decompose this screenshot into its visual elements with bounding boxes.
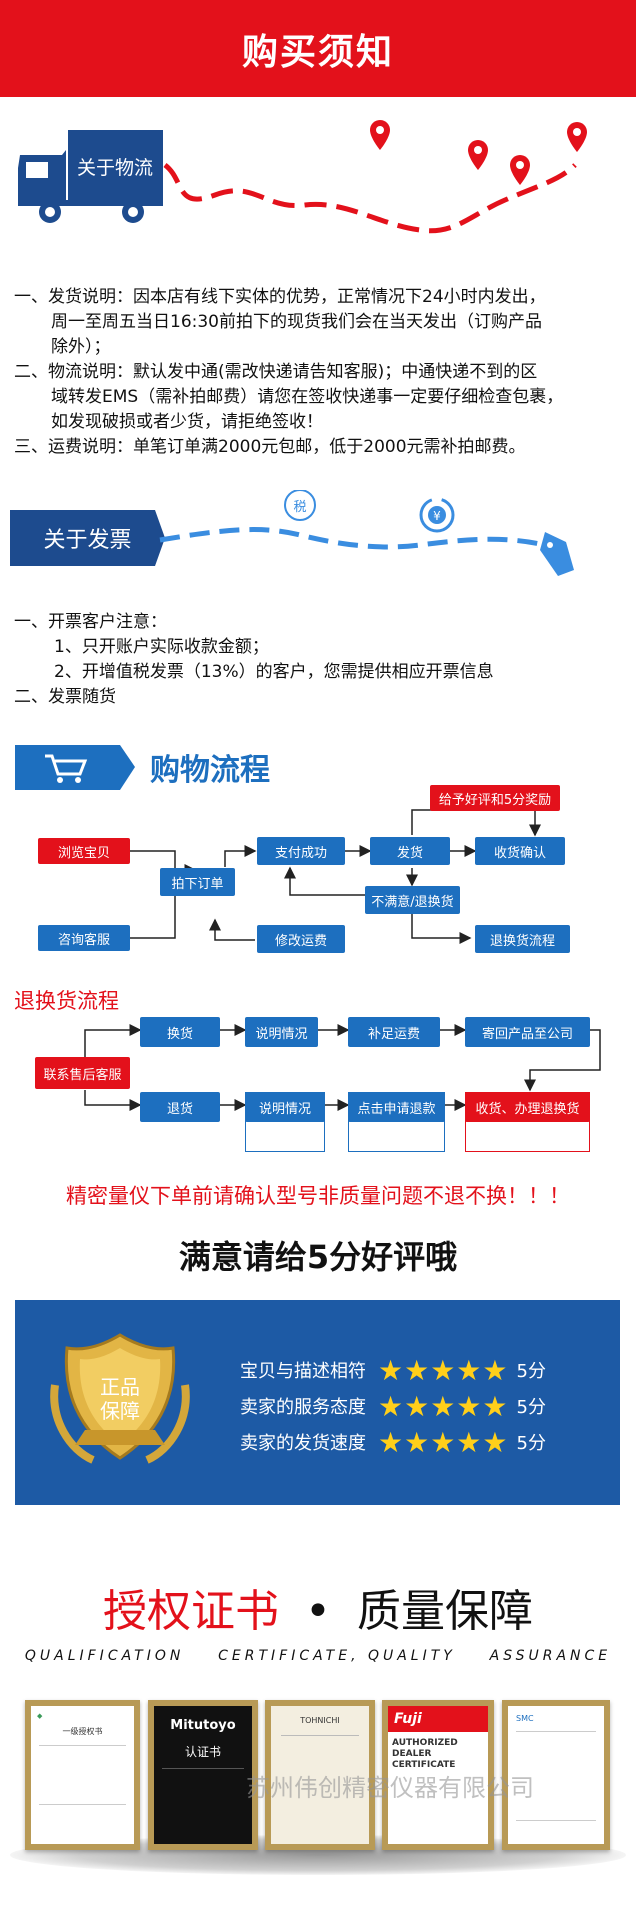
location-pin-icon [510, 155, 530, 185]
logistics-line: 除外）； [51, 337, 111, 357]
cert-brand: TOHNICHI [300, 1716, 340, 1725]
invoice-route-graphic: ¥ [10, 490, 574, 576]
receive-box: 收货、办理退换货 [465, 1092, 590, 1122]
certificate-frame: SMC [502, 1700, 610, 1850]
certs-title-dot: • [305, 1586, 331, 1637]
cert-body [516, 1731, 596, 1821]
order-box: 拍下订单 [160, 868, 235, 896]
shield-badge-text: 正品 保障 [95, 1375, 145, 1423]
paid-box: 支付成功 [257, 837, 345, 865]
shopping-title-banner [15, 745, 135, 790]
certificate-frame: TOHNICHI [265, 1700, 375, 1850]
rating-score: 5分 [516, 1433, 546, 1454]
logistics-line: 周一至周五当日16:30前拍下的现货我们会在当天发出（订购产品 [51, 312, 542, 332]
logistics-route-graphic [18, 120, 587, 234]
logistics-line: 一、发货说明：因本店有线下实体的优势，正常情况下24小时内发出， [14, 287, 546, 307]
location-pin-icon [567, 122, 587, 152]
rating-label: 宝贝与描述相符 [240, 1361, 366, 1382]
cert-brand: SMC [516, 1714, 534, 1723]
reward-box: 给予好评和5分奖励 [430, 785, 560, 811]
warning-text: 精密量仪下单前请确认型号非质量问题不退不换！！！ [66, 1184, 570, 1208]
browse-box: 浏览宝贝 [38, 838, 130, 864]
explain-box: 说明情况 [245, 1092, 325, 1122]
tax-icon-label: 税 [293, 499, 307, 515]
invoice-tag: 关于发票 [43, 528, 132, 553]
location-pin-icon [370, 120, 390, 150]
shield-badge-line: 保障 [100, 1399, 140, 1423]
cert-brand: Fuji [394, 1711, 422, 1727]
cert-heading-line: AUTHORIZED [392, 1738, 458, 1748]
cert-logo: ◆ [37, 1712, 43, 1720]
certificate-frame: Mitutoyo 认证书 [148, 1700, 258, 1850]
truck-icon [18, 130, 163, 223]
explain-box: 说明情况 [245, 1017, 318, 1047]
cart-icon [45, 754, 88, 783]
ship-box: 发货 [370, 837, 450, 865]
rating-row: 卖家的发货速度 ★★★★★ 5分 [240, 1424, 546, 1460]
certificate-frame: ◆ 一级授权书 [25, 1700, 140, 1850]
invoice-text: 一、开票客户注意： 1、只开账户实际收款金额； 2、开增值税发票（13%）的客户… [14, 610, 494, 710]
cert-heading: 认证书 [184, 1745, 221, 1759]
contact-aftersales-box: 联系售后客服 [35, 1057, 130, 1089]
exchange-box: 换货 [140, 1017, 220, 1047]
logistics-line: 二、物流说明：默认发中通(需改快递请告知客服)；中通快递不到的区 [14, 362, 538, 382]
cert-brand: Mitutoyo [170, 1718, 236, 1733]
return-flow-box: 退换货流程 [475, 925, 570, 953]
cert-body [162, 1768, 244, 1823]
modify-postage-box: 修改运费 [257, 925, 345, 953]
watermark-text: 苏州伟创精密仪器有限公司 [246, 1774, 534, 1802]
tax-icon [284, 490, 316, 521]
invoice-line: 二、发票随货 [14, 687, 116, 707]
cert-heading-line: DEALER [392, 1749, 432, 1759]
certs-title: 授权证书 • 质量保障 [0, 1575, 636, 1639]
sendback-box: 寄回产品至公司 [465, 1017, 590, 1047]
logistics-tag: 关于物流 [76, 156, 153, 179]
logistics-line: 域转发EMS（需补拍邮费）请您在签收快递事一定要仔细检查包裹， [51, 387, 564, 407]
rating-label: 卖家的发货速度 [240, 1433, 366, 1454]
cert-body [39, 1745, 126, 1805]
page-title: 购买须知 [241, 31, 394, 73]
postage-box: 补足运费 [348, 1017, 440, 1047]
header-banner: 购买须知 [0, 0, 636, 97]
yen-refresh-icon: ¥ [419, 497, 455, 533]
rating-label: 卖家的服务态度 [240, 1397, 366, 1418]
invoice-line: 一、开票客户注意： [14, 612, 167, 632]
logistics-line: 三、运费说明：单笔订单满2000元包邮，低于2000元需补拍邮费。 [14, 437, 526, 457]
cert-banner: Fuji [388, 1706, 488, 1732]
certs-title-b: 质量保障 [356, 1586, 533, 1637]
price-tag-icon [540, 532, 574, 576]
rating-list: 宝贝与描述相符 ★★★★★ 5分 卖家的服务态度 ★★★★★ 5分 卖家的发货速… [240, 1352, 546, 1460]
cert-heading-line: CERTIFICATE [392, 1760, 456, 1770]
certs-title-a: 授权证书 [103, 1586, 280, 1637]
certificate-frame: Fuji AUTHORIZED DEALER CERTIFICATE [382, 1700, 494, 1850]
location-pin-icon [468, 140, 488, 170]
apply-refund-box: 点击申请退款 [348, 1092, 445, 1122]
star-rating-icon: ★★★★★ [378, 1353, 509, 1387]
returns-title: 退换货流程 [14, 989, 119, 1013]
invoice-line: 2、开增值税发票（13%）的客户，您需提供相应开票信息 [54, 662, 494, 682]
certs-subtitle: QUALIFICATION CERTIFICATE, QUALITY ASSUR… [24, 1648, 612, 1664]
star-rating-icon: ★★★★★ [378, 1425, 509, 1459]
rating-title: 满意请给5分好评哦 [178, 1238, 458, 1276]
shield-badge-line: 正品 [100, 1375, 140, 1399]
cert-heading: 一级授权书 [62, 1727, 103, 1736]
rating-score: 5分 [516, 1397, 546, 1418]
shopping-flow-title: 购物流程 [150, 753, 270, 788]
svg-text:¥: ¥ [433, 509, 441, 523]
rating-row: 宝贝与描述相符 ★★★★★ 5分 [240, 1352, 546, 1388]
unsatisfied-box: 不满意/退换货 [365, 886, 460, 914]
star-rating-icon: ★★★★★ [378, 1389, 509, 1423]
invoice-line: 1、只开账户实际收款金额； [54, 637, 269, 657]
rating-score: 5分 [516, 1361, 546, 1382]
refund-box: 退货 [140, 1092, 220, 1122]
logistics-line: 如发现破损或者少货，请拒绝签收！ [51, 412, 323, 432]
cert-body [281, 1735, 359, 1815]
cert-heading: AUTHORIZED DEALER CERTIFICATE [388, 1732, 488, 1771]
confirm-box: 收货确认 [475, 837, 565, 865]
shield-icon [50, 1333, 190, 1464]
logistics-text: 一、发货说明：因本店有线下实体的优势，正常情况下24小时内发出， 周一至周五当日… [14, 285, 563, 460]
consult-box: 咨询客服 [38, 925, 130, 951]
rating-row: 卖家的服务态度 ★★★★★ 5分 [240, 1388, 546, 1424]
